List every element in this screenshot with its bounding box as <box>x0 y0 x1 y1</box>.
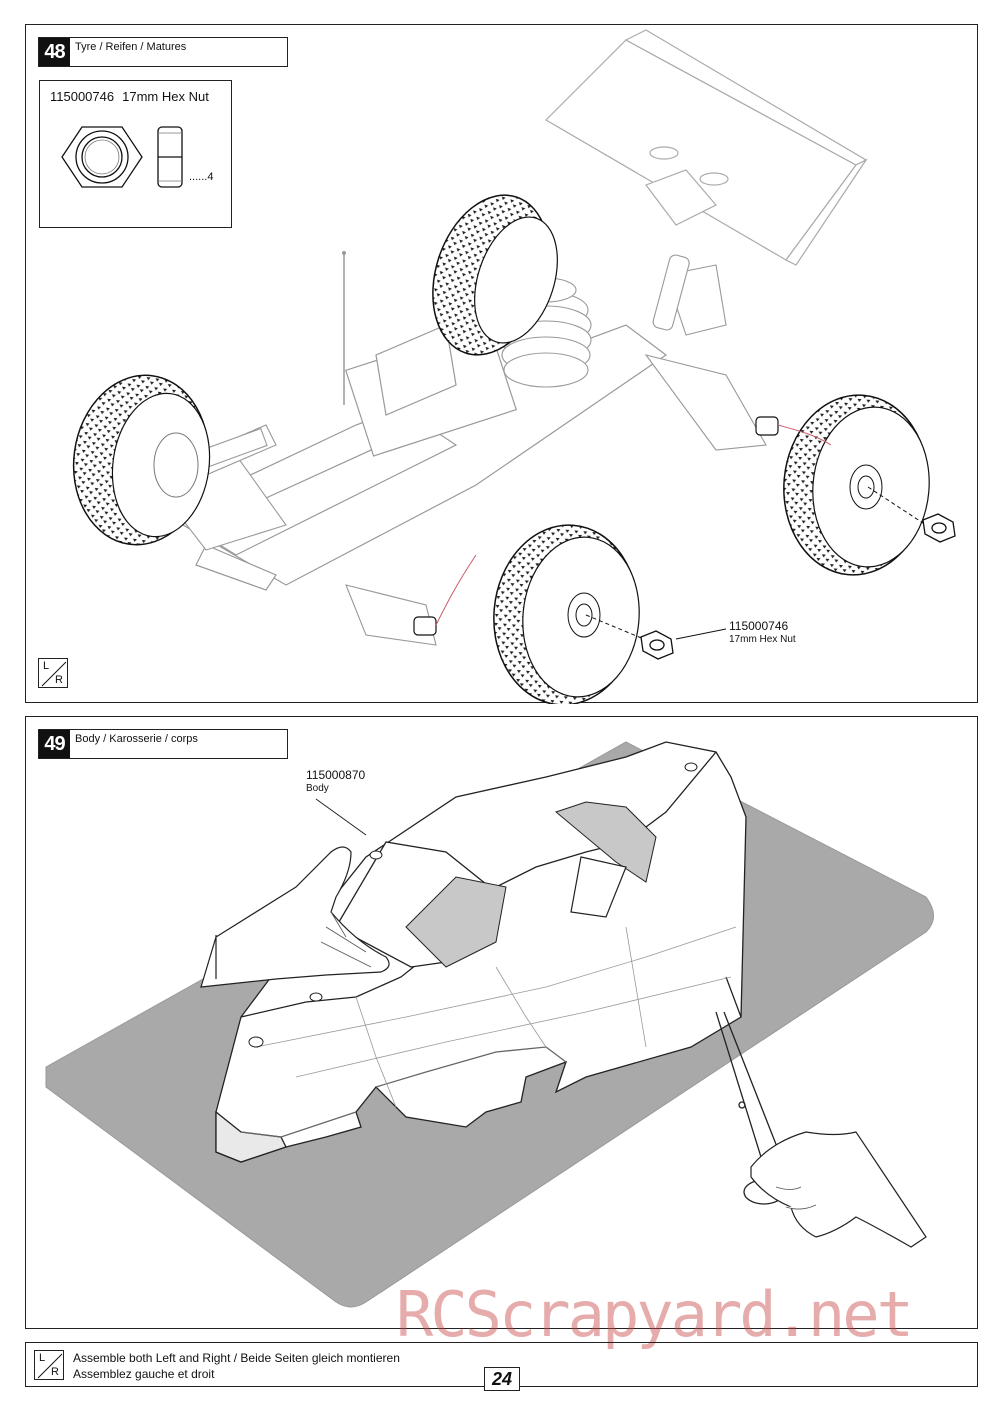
hex-nut-side-icon <box>157 126 183 188</box>
callout-part-number: 115000746 <box>729 619 789 633</box>
footer-line-2: Assemblez gauche et droit <box>73 1367 215 1381</box>
page-number: 24 <box>484 1367 520 1391</box>
tyre-front-right <box>493 524 640 704</box>
step-48-title: Tyre / Reifen / Matures <box>75 41 187 53</box>
buggy-illustration <box>72 29 956 704</box>
callout-part-name: 17mm Hex Nut <box>729 634 796 645</box>
lr-icon: L R <box>34 1350 64 1380</box>
step-48-number: 48 <box>39 38 70 66</box>
hand-icon <box>200 846 390 988</box>
step-49-panel: 49 Body / Karosserie / corps <box>25 716 978 1329</box>
step-49-number: 49 <box>39 730 70 758</box>
tyre-front-left <box>72 374 211 546</box>
hex-nut-icon <box>61 126 183 188</box>
callout-part-number: 115000870 <box>306 768 366 782</box>
part-quantity: ......4 <box>189 171 214 183</box>
watermark: RCScrapyard.net <box>396 1278 914 1351</box>
footer-text: Assemble both Left and Right / Beide Sei… <box>73 1350 400 1382</box>
part-name: 17mm Hex Nut <box>122 89 209 104</box>
hex-nut-callout-icon <box>640 513 956 660</box>
lr-icon: L R <box>38 658 68 688</box>
part-number: 115000746 <box>50 89 115 104</box>
parts-label: 115000746 17mm Hex Nut <box>50 89 209 104</box>
body-shell-illustration <box>45 741 934 1308</box>
hex-nut-callout: 115000746 17mm Hex Nut <box>729 620 796 646</box>
step-48-header: 48 Tyre / Reifen / Matures <box>38 37 288 67</box>
footer-note: L R Assemble both Left and Right / Beide… <box>25 1342 978 1387</box>
tyre-rear-right <box>783 394 930 576</box>
footer-line-1: Assemble both Left and Right / Beide Sei… <box>73 1351 400 1365</box>
step-49-title: Body / Karosserie / corps <box>75 733 198 745</box>
step-49-header: 49 Body / Karosserie / corps <box>38 729 288 759</box>
callout-part-name: Body <box>306 783 329 794</box>
tyre-rear-left <box>432 194 558 356</box>
step-48-parts-box: 115000746 17mm Hex Nut ......4 <box>39 80 232 228</box>
body-callout: 115000870 Body <box>306 769 365 795</box>
